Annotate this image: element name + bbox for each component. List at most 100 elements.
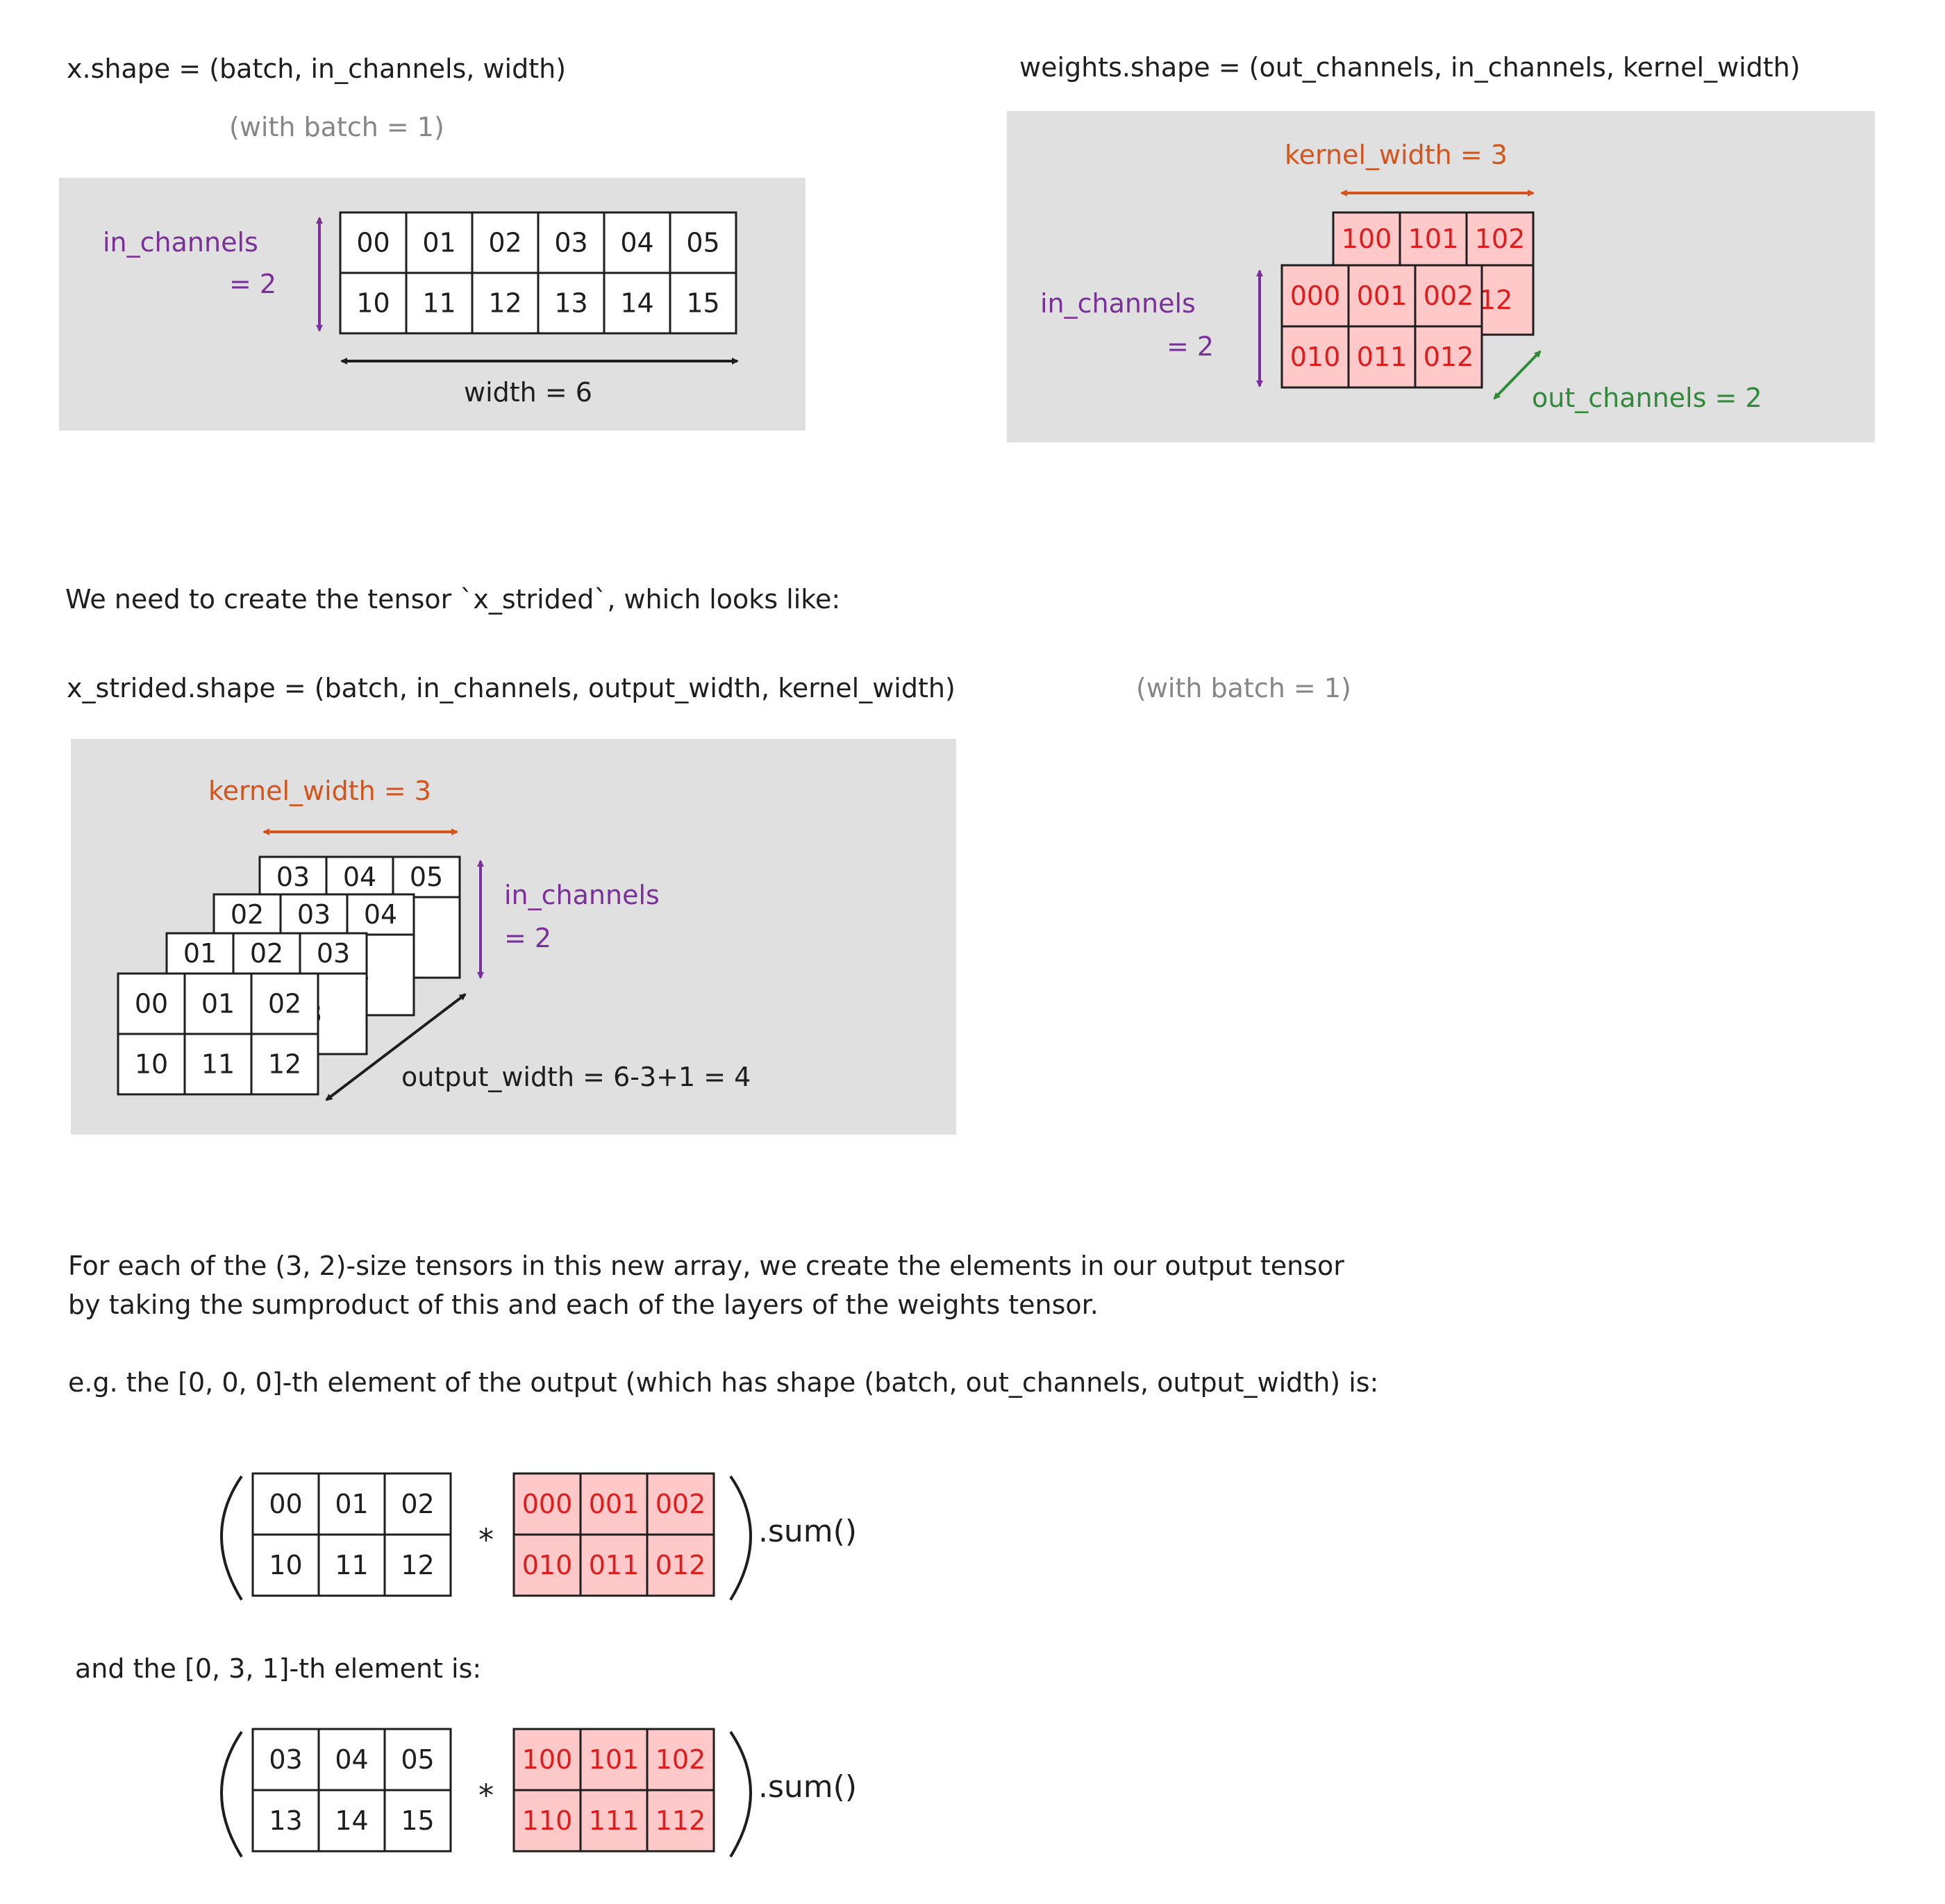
x-cell: 04	[620, 228, 653, 258]
eq1-right-cell-box	[646, 1472, 715, 1536]
eq2-left-cell: 05	[401, 1744, 434, 1775]
x-strided-section: We need to create the tensor `x_strided`…	[65, 584, 1351, 1135]
eq1-right-cell-box	[579, 1472, 649, 1536]
weights-out-channels-label: out_channels = 2	[1532, 383, 1762, 413]
stride-cell-box	[117, 1033, 186, 1096]
stride-cell: 10	[135, 1049, 168, 1080]
eq2-left-cell: 14	[335, 1805, 368, 1836]
weights-kernel-label: kernel_width = 3	[1285, 140, 1508, 170]
stride-cell: 12	[268, 1049, 301, 1080]
eq1-right-cell-box	[579, 1533, 649, 1597]
x-cell: 15	[686, 288, 719, 319]
x-cell: 02	[488, 228, 521, 258]
eq2-left-cell-box	[383, 1728, 452, 1792]
x-strided-shape-text: x_strided.shape = (batch, in_channels, o…	[67, 673, 955, 703]
eq1-right-cell: 011	[589, 1550, 640, 1580]
eq2-left-cell: 04	[335, 1744, 368, 1775]
eq2-right-cell: 102	[656, 1744, 706, 1775]
example-2-text: and the [0, 3, 1]-th element is:	[75, 1653, 481, 1684]
weights-front-cell-box	[1347, 325, 1417, 389]
example-1-text: e.g. the [0, 0, 0]-th element of the out…	[68, 1367, 1378, 1398]
x-cell-box	[339, 211, 408, 274]
stride-cell: 02	[231, 899, 264, 930]
stride-cell: 05	[410, 862, 443, 892]
eq2-right-cell: 111	[589, 1805, 640, 1836]
weights-in-channels-label: in_channels	[1040, 288, 1196, 319]
eq2-right-cell-box	[579, 1728, 649, 1792]
eq2-right-cell: 110	[522, 1805, 573, 1836]
eq2-times: *	[478, 1778, 494, 1814]
stride-cell-box	[392, 855, 461, 899]
eq1-sum: .sum()	[758, 1514, 857, 1549]
eq2-left-cell: 15	[401, 1805, 434, 1836]
stride-cell: 01	[201, 989, 235, 1019]
stride-cell: 04	[364, 899, 397, 930]
x-shape-text: x.shape = (batch, in_channels, width)	[67, 53, 566, 84]
eq1-left-cell-box	[317, 1472, 386, 1536]
x-strided-kernel-label: kernel_width = 3	[208, 776, 431, 806]
x-width-label: width = 6	[464, 377, 592, 408]
stride-cell-box	[250, 1033, 319, 1096]
stride-cell-box	[299, 932, 368, 975]
weights-out-channels-arrow	[1493, 350, 1542, 400]
x-cell: 13	[554, 288, 587, 319]
weights-front-cell-box	[1414, 325, 1483, 389]
weights-back-cell: 100	[1342, 224, 1392, 254]
x-cell: 14	[620, 288, 653, 319]
weights-front-cell: 012	[1424, 342, 1474, 372]
weights-back-cell-box	[1399, 211, 1468, 267]
x-cell: 01	[422, 228, 456, 258]
eq2-left-cell-box	[383, 1789, 452, 1853]
x-strided-stack: 030405150203041401020313000102101112	[117, 855, 461, 1096]
x-cell: 03	[554, 228, 587, 258]
x-cell: 10	[356, 288, 390, 319]
eq1-times: *	[478, 1523, 494, 1558]
x-strided-output-width-arrow	[325, 993, 467, 1101]
stride-cell-box	[183, 1033, 253, 1096]
eq2-right-cell: 100	[522, 1744, 573, 1775]
stride-cell: 02	[250, 938, 283, 969]
weights-front-cell-box	[1414, 264, 1483, 328]
x-strided-output-width-label: output_width = 6-3+1 = 4	[401, 1062, 751, 1092]
eq1-right-cell-box	[512, 1533, 582, 1597]
eq2-close-paren	[729, 1730, 752, 1858]
stride-cell: 03	[276, 862, 310, 892]
eq1-right-cell: 002	[656, 1489, 706, 1519]
stride-cell: 04	[343, 862, 376, 892]
x-cell-box	[471, 211, 540, 274]
x-cell-box	[669, 272, 737, 335]
eq1-left-cell: 01	[335, 1489, 368, 1519]
weights-front-cell: 011	[1357, 342, 1408, 372]
eq1-left-cell-box	[251, 1533, 320, 1597]
x-strided-in-channels-value: = 2	[504, 923, 551, 953]
weights-front-cell-box	[1280, 325, 1350, 389]
x-cell-box	[669, 211, 737, 274]
eq1-left-cell-box	[383, 1533, 452, 1597]
eq1-left-cell-box	[251, 1472, 320, 1536]
eq2-sum: .sum()	[758, 1769, 857, 1805]
weights-in-channels-value: = 2	[1167, 331, 1214, 362]
weights-front-cell: 000	[1290, 281, 1341, 311]
stride-cell: 01	[183, 938, 217, 969]
stride-cell: 11	[201, 1049, 235, 1080]
x-cell-box	[603, 272, 671, 335]
weights-back-cell-box	[1480, 264, 1535, 336]
eq2-right-cell: 112	[656, 1805, 706, 1836]
eq2-right-cell-box	[646, 1728, 715, 1792]
eq1-right-cell-box	[646, 1533, 715, 1597]
eq1-right-cell: 001	[589, 1489, 640, 1519]
weights-front-cell: 010	[1290, 342, 1341, 372]
eq1-left-cell-box	[383, 1472, 452, 1536]
weights-tensor-section: weights.shape = (out_channels, in_channe…	[1007, 52, 1875, 442]
eq2-left-cell-box	[251, 1789, 320, 1853]
eq1-left-cell: 00	[269, 1489, 302, 1519]
eq1-right-cell-box	[512, 1472, 582, 1536]
weights-back-cell: 101	[1408, 224, 1459, 254]
eq2-open-paren	[220, 1730, 243, 1858]
